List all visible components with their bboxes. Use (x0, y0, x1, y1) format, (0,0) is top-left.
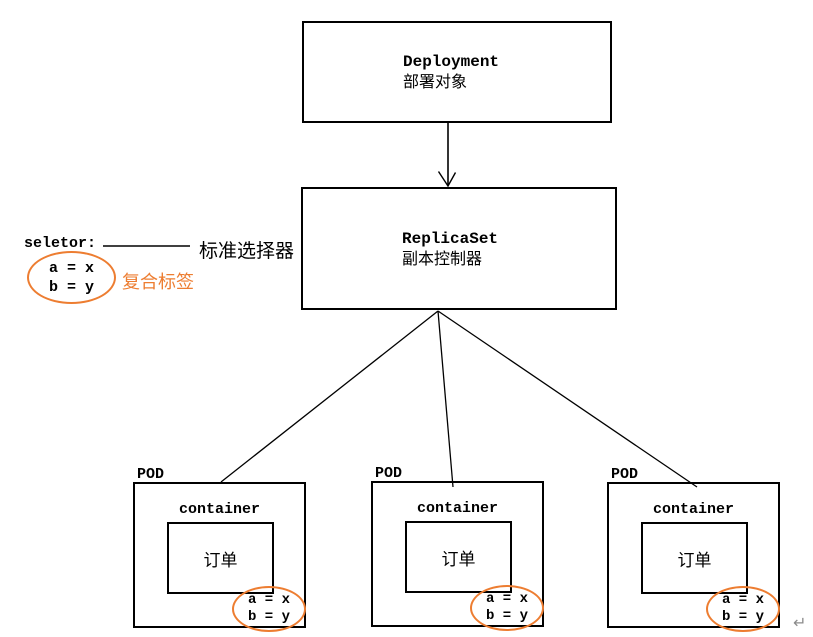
arrowhead-icon (437, 171, 457, 188)
pod-tags-ellipse: a = x b = y (470, 585, 544, 631)
deployment-title: Deployment (403, 53, 500, 71)
pod-tag-line: a = x (485, 591, 528, 607)
pod-label: POD (137, 466, 165, 483)
composite-labels-caption: 复合标签 (122, 272, 194, 293)
deployment-box: Deployment 部署对象 (302, 21, 612, 123)
pod-box-3: POD container 订单 a = x b = y (607, 466, 780, 632)
selector-prefix-label: seletor: (24, 235, 97, 252)
replicaset-to-pod1-line (220, 310, 439, 483)
pod-tag-line: b = y (247, 609, 290, 625)
replicaset-box-text: ReplicaSet 副本控制器 (303, 189, 615, 308)
pod-tag-line: b = y (721, 609, 764, 625)
pod-label: POD (375, 465, 403, 482)
container-label: container (178, 501, 260, 518)
pod-tags-ellipse: a = x b = y (232, 586, 306, 632)
replicaset-box: ReplicaSet 副本控制器 (301, 187, 617, 310)
selector-tags-ellipse: a = x b = y (27, 251, 116, 304)
pod-tags-ellipse: a = x b = y (706, 586, 780, 632)
selector-tag-line: a = x (48, 259, 94, 277)
pod-tag-line: b = y (485, 608, 528, 624)
replicaset-subtitle: 副本控制器 (402, 248, 483, 268)
pod-box-1: POD container 订单 a = x b = y (133, 466, 306, 632)
pod-box-2: POD container 订单 a = x b = y (371, 465, 544, 631)
app-label: 订单 (203, 550, 238, 571)
deployment-box-text: Deployment 部署对象 (304, 23, 610, 121)
container-label: container (416, 500, 498, 517)
container-label: container (652, 501, 734, 518)
carriage-return-mark: ↵ (793, 613, 807, 632)
selector-name-label: 标准选择器 (199, 240, 295, 262)
app-label: 订单 (441, 549, 476, 570)
pod-label: POD (611, 466, 639, 483)
app-box: 订单 (641, 522, 748, 594)
app-box: 订单 (167, 522, 274, 594)
replicaset-to-pod3-line (437, 310, 698, 488)
deployment-subtitle: 部署对象 (403, 72, 468, 91)
app-box: 订单 (405, 521, 512, 593)
replicaset-to-pod2-line (437, 310, 454, 488)
pod-tag-line: a = x (247, 592, 290, 608)
replicaset-title: ReplicaSet (402, 229, 499, 248)
pod-tag-line: a = x (721, 592, 764, 608)
selector-tag-line: b = y (48, 278, 94, 296)
app-label: 订单 (677, 550, 712, 571)
